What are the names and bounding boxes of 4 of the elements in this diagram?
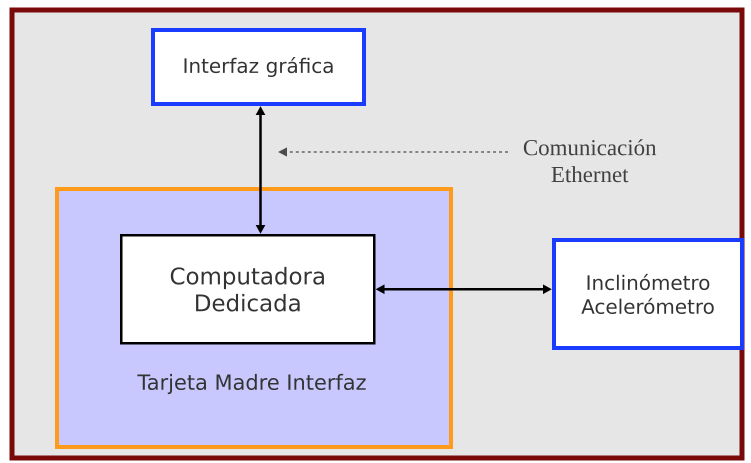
note-text: Comunicación Ethernet [524, 139, 656, 182]
process-box: Interfaz gráfica [151, 28, 366, 106]
process-box: Inclinómetro Acelerómetro [552, 238, 744, 350]
process-box: Computadora Dedicada [120, 234, 376, 344]
